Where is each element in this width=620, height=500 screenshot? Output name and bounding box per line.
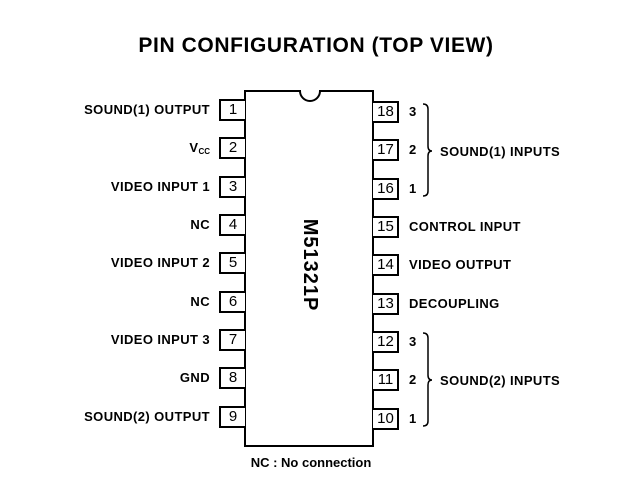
pin-13-label: DECOUPLING bbox=[409, 296, 500, 311]
chip-part-number: M51321P bbox=[299, 218, 321, 312]
pin-6-label: NC bbox=[190, 294, 210, 309]
pin-10-box: 10 bbox=[373, 408, 399, 430]
bracket-sound2-inputs bbox=[422, 332, 433, 427]
pin-6-box: 6 bbox=[219, 291, 245, 313]
pin-8-box: 8 bbox=[219, 367, 245, 389]
pin-15-box: 15 bbox=[373, 216, 399, 238]
pin-9-box: 9 bbox=[219, 406, 245, 428]
pin-16-label: 1 bbox=[409, 181, 417, 196]
pin-7-label: VIDEO INPUT 3 bbox=[110, 332, 210, 347]
pin-14-label: VIDEO OUTPUT bbox=[409, 257, 512, 272]
group-label-sound2-inputs: SOUND(2) INPUTS bbox=[440, 373, 561, 388]
pin-1-label: SOUND(1) OUTPUT bbox=[84, 102, 210, 117]
group-label-sound1-inputs: SOUND(1) INPUTS bbox=[440, 144, 561, 159]
pin-18-box: 18 bbox=[373, 101, 399, 123]
footnote-nc: NC : No connection bbox=[250, 455, 372, 470]
pin-4-label: NC bbox=[190, 217, 210, 232]
pin-17-box: 17 bbox=[373, 139, 399, 161]
pin-1-box: 1 bbox=[219, 99, 245, 121]
pin-2-box: 2 bbox=[219, 137, 245, 159]
pin-2-label: VCC bbox=[0, 137, 210, 159]
pin-5-label: VIDEO INPUT 2 bbox=[110, 255, 210, 270]
pin-9-label: SOUND(2) OUTPUT bbox=[84, 409, 210, 424]
pin-2-label-subscript: CC bbox=[198, 147, 210, 156]
pin-14-box: 14 bbox=[373, 254, 399, 276]
pin-16-box: 16 bbox=[373, 178, 399, 200]
pin-3-box: 3 bbox=[219, 176, 245, 198]
pin-3-label: VIDEO INPUT 1 bbox=[110, 179, 210, 194]
bracket-sound1-inputs bbox=[422, 103, 433, 197]
pin-17-label: 2 bbox=[409, 142, 417, 157]
pin-4-box: 4 bbox=[219, 214, 245, 236]
pin-13-box: 13 bbox=[373, 293, 399, 315]
pin-12-label: 3 bbox=[409, 334, 417, 349]
pin-5-box: 5 bbox=[219, 252, 245, 274]
pin-2-label-main: V bbox=[189, 140, 199, 155]
pin-11-box: 11 bbox=[373, 369, 399, 391]
pin-11-label: 2 bbox=[409, 372, 417, 387]
pin-8-label: GND bbox=[179, 370, 210, 385]
pin-18-label: 3 bbox=[409, 104, 417, 119]
pin-12-box: 12 bbox=[373, 331, 399, 353]
pin-10-label: 1 bbox=[409, 411, 417, 426]
pin-15-label: CONTROL INPUT bbox=[409, 219, 521, 234]
pin-7-box: 7 bbox=[219, 329, 245, 351]
diagram-title: PIN CONFIGURATION (TOP VIEW) bbox=[138, 34, 494, 57]
